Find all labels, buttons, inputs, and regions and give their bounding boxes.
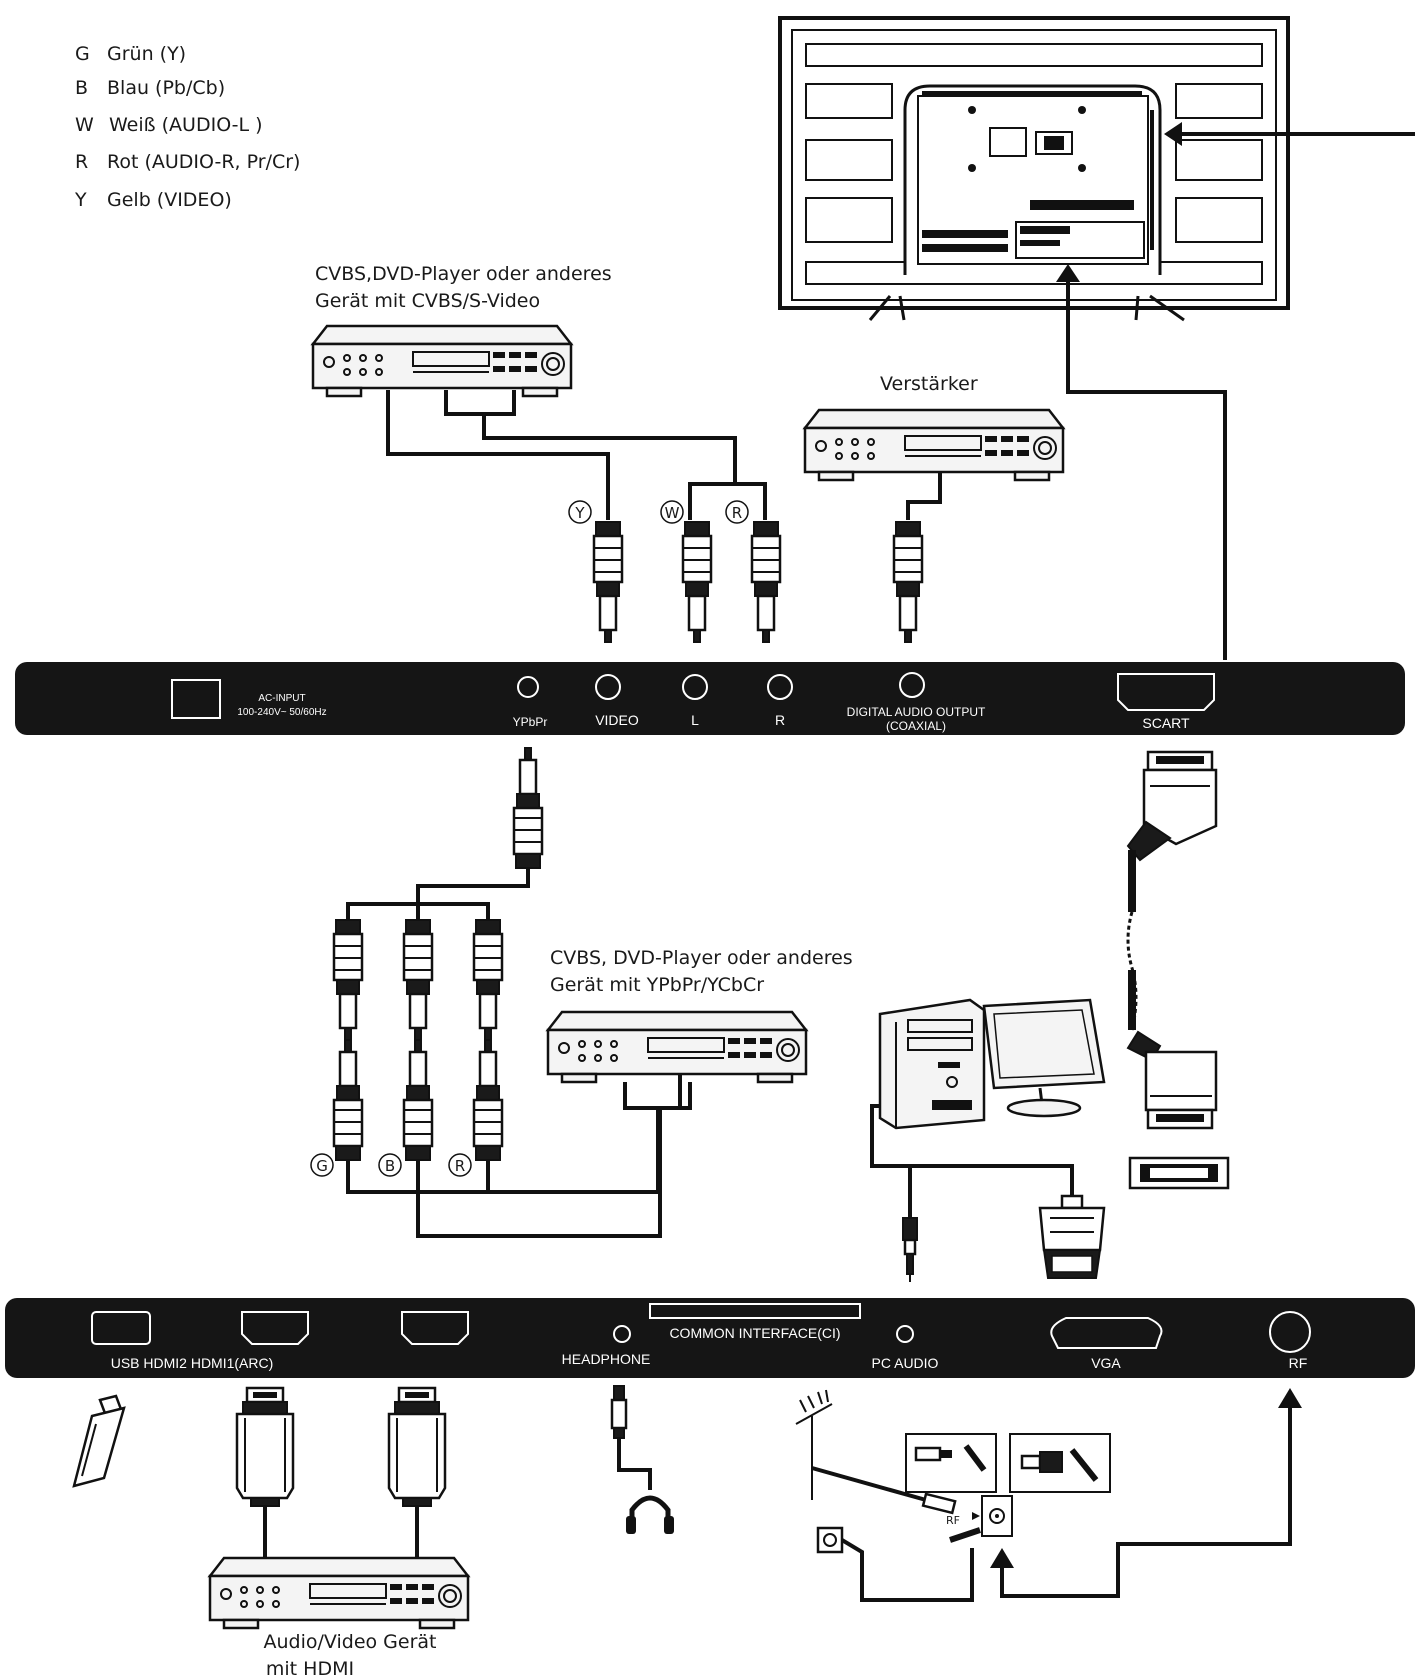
- ac-input-rating: 100-240V~ 50/60Hz: [237, 707, 326, 718]
- rf-cable: [1000, 1396, 1292, 1598]
- legend-text-w: Weiß (AUDIO-L ): [109, 114, 263, 136]
- usb-hdmi-label: USB HDMI2 HDMI1(ARC): [111, 1355, 274, 1371]
- pc-audio-jack: [896, 1325, 914, 1343]
- ci-slot: [649, 1303, 861, 1319]
- audio-l-jack: [682, 674, 708, 700]
- ci-label: COMMON INTERFACE(CI): [669, 1325, 840, 1341]
- legend-text-y: Gelb (VIDEO): [107, 189, 232, 211]
- cvbs-top-caption-line2: Gerät mit CVBS/S-Video: [315, 290, 540, 312]
- hdmi1-cable-plug: [387, 1386, 447, 1508]
- scart-cable: [1126, 750, 1218, 1130]
- vga-label: VGA: [1091, 1355, 1121, 1371]
- ac-input-socket: [171, 679, 221, 719]
- audio-l-label: L: [691, 712, 699, 728]
- plug-label-b: B: [385, 1157, 395, 1175]
- pc-cables: [870, 1104, 1074, 1218]
- rca-plug-g-lower: [332, 1038, 364, 1162]
- rca-plug-b-upper: [402, 918, 434, 1042]
- coaxial-jack: [899, 672, 925, 698]
- plug-label-r-top: R: [732, 504, 742, 522]
- hdmi-caption-line2: mit HDMI: [266, 1658, 354, 1679]
- top-av-cables: [386, 122, 1415, 660]
- plug-label-r-bottom: R: [455, 1157, 465, 1175]
- ypbpr-jack: [517, 676, 539, 698]
- ypbpr-cables: [346, 868, 682, 1238]
- legend-text-b: Blau (Pb/Cb): [107, 77, 225, 99]
- hdmi-caption-line1: Audio/Video Gerät: [264, 1631, 437, 1653]
- rca-plug-coaxial: [892, 520, 924, 644]
- rca-plug-g-upper: [332, 918, 364, 1042]
- ac-input-label: AC-INPUT: [258, 693, 305, 704]
- top-connector-panel: AC-INPUT 100-240V~ 50/60Hz YPbPr VIDEO L…: [15, 662, 1405, 735]
- pc-illustration: [878, 998, 1106, 1130]
- tv-rear-illustration: [778, 16, 1290, 322]
- headphone-label: HEADPHONE: [562, 1351, 651, 1367]
- usb-port: [91, 1311, 151, 1345]
- rca-plug-video: [592, 520, 624, 644]
- ypbpr-dvd-player-device: [546, 1010, 808, 1084]
- digital-audio-label: DIGITAL AUDIO OUTPUT: [847, 705, 986, 719]
- ypbpr-caption-line2: Gerät mit YPbPr/YCbCr: [550, 974, 764, 996]
- legend-code-y: Y: [74, 189, 87, 211]
- headphone-jack: [613, 1325, 631, 1343]
- hdmi2-cable-plug: [235, 1386, 295, 1508]
- cvbs-dvd-player-device: [311, 324, 573, 398]
- bottom-connector-panel: USB HDMI2 HDMI1(ARC) HEADPHONE COMMON IN…: [5, 1298, 1415, 1378]
- rca-plug-ypbpr: [512, 746, 544, 870]
- amplifier-device: [803, 408, 1065, 482]
- vga-port: [1050, 1317, 1163, 1349]
- plug-label-g: G: [316, 1157, 328, 1175]
- color-legend: G Grün (Y) B Blau (Pb/Cb) W Weiß (AUDIO-…: [74, 43, 300, 211]
- plug-label-y: Y: [574, 504, 585, 522]
- hdmi2-port: [241, 1311, 309, 1345]
- antenna-arrow-icon: [990, 1548, 1014, 1568]
- top-plug-letters: Y W R: [568, 500, 749, 524]
- video-label: VIDEO: [595, 712, 639, 728]
- rca-plug-b-lower: [402, 1038, 434, 1162]
- ypbpr-label: YPbPr: [513, 715, 548, 729]
- rf-tag-label: RF: [946, 1514, 960, 1527]
- legend-code-w: W: [75, 114, 94, 136]
- rf-label: RF: [1289, 1355, 1308, 1371]
- plug-label-w: W: [665, 504, 680, 522]
- legend-code-r: R: [75, 151, 88, 173]
- antenna-illustration: RF: [795, 1389, 1111, 1602]
- amplifier-caption: Verstärker: [880, 373, 978, 395]
- legend-text-r: Rot (AUDIO-R, Pr/Cr): [107, 151, 300, 173]
- audio-r-jack: [767, 674, 793, 700]
- scart-label: SCART: [1142, 715, 1190, 731]
- rca-plug-r-upper: [472, 918, 504, 1042]
- rf-arrow-icon: [1278, 1388, 1302, 1408]
- coaxial-label: (COAXIAL): [886, 719, 946, 733]
- legend-text-g: Grün (Y): [107, 43, 186, 65]
- usb-stick-illustration: [72, 1394, 126, 1488]
- video-jack: [595, 674, 621, 700]
- vga-plug: [1038, 1194, 1106, 1279]
- hdmi-av-device: [208, 1556, 470, 1630]
- rca-plug-audio-l: [681, 520, 713, 644]
- legend-code-g: G: [75, 43, 90, 65]
- rf-port: [1269, 1311, 1311, 1353]
- pc-audio-label: PC AUDIO: [872, 1355, 939, 1371]
- rca-plug-r-lower: [472, 1038, 504, 1162]
- rca-plug-audio-r: [750, 520, 782, 644]
- pc-audio-jack-plug: [902, 1217, 918, 1282]
- scart-socket: [1117, 673, 1215, 711]
- audio-r-label: R: [775, 712, 785, 728]
- ypbpr-plug-letters: G B R: [310, 1153, 472, 1177]
- cvbs-top-caption-line1: CVBS,DVD-Player oder anderes: [315, 263, 612, 285]
- ypbpr-device-stub: [623, 1082, 692, 1110]
- legend-code-b: B: [75, 77, 88, 99]
- headphone-illustration: [610, 1385, 674, 1534]
- ypbpr-caption-line1: CVBS, DVD-Player oder anderes: [550, 947, 853, 969]
- scart-socket-illustration: [1128, 1156, 1230, 1190]
- hdmi1-arc-port: [401, 1311, 469, 1345]
